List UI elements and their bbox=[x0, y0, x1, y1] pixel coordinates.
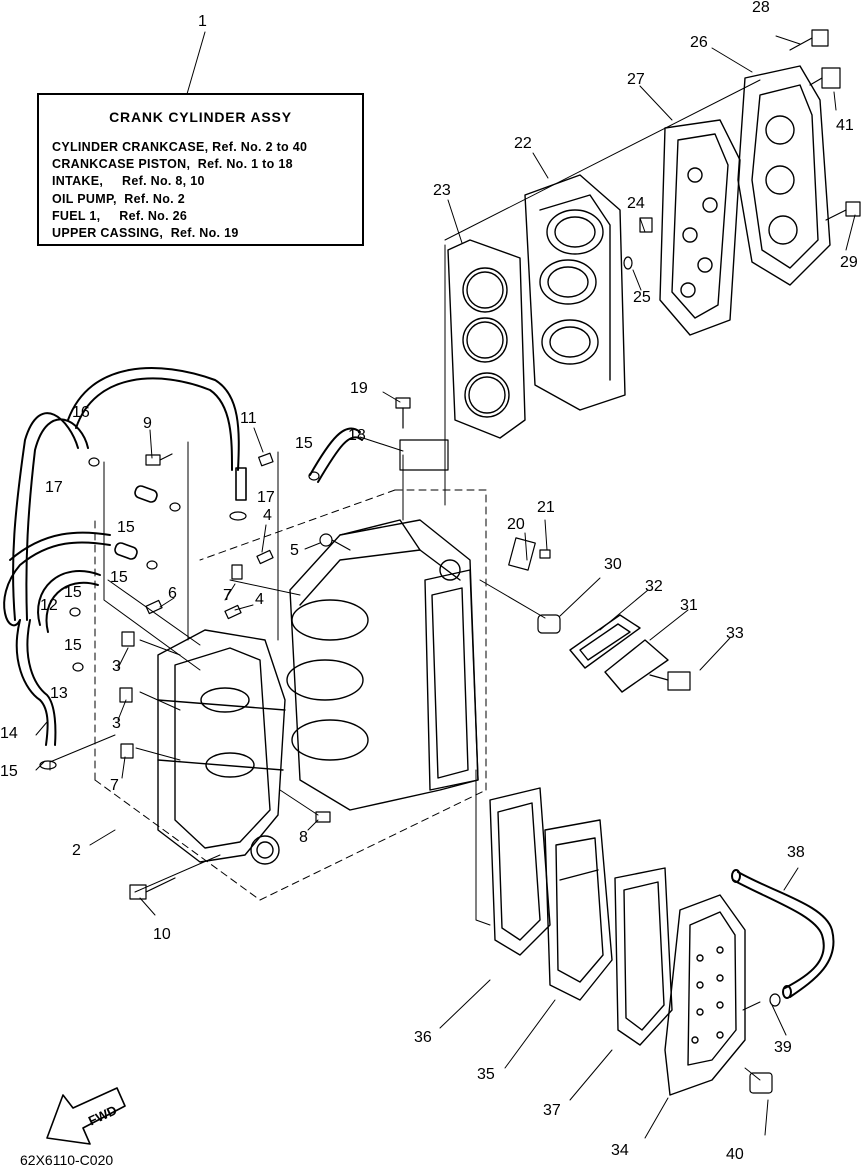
callout-23: 23 bbox=[433, 182, 451, 199]
callout-21: 21 bbox=[537, 499, 555, 516]
callout-15: 15 bbox=[64, 584, 82, 601]
callout-11: 11 bbox=[240, 410, 257, 427]
callout-2: 2 bbox=[72, 842, 81, 859]
callout-15: 15 bbox=[295, 435, 313, 452]
info-box-title: CRANK CYLINDER ASSY bbox=[109, 109, 292, 125]
callout-30: 30 bbox=[604, 556, 622, 573]
callout-15: 15 bbox=[0, 763, 18, 780]
callout-7: 7 bbox=[110, 777, 119, 794]
gasket-37 bbox=[614, 867, 673, 1046]
hose-16 bbox=[12, 412, 89, 621]
callout-12: 12 bbox=[40, 597, 58, 614]
callout-10: 10 bbox=[153, 926, 171, 943]
callout-16: 16 bbox=[72, 404, 90, 421]
hose-12-13-14 bbox=[3, 531, 111, 746]
callout-32: 32 bbox=[645, 578, 663, 595]
info-box-lines: CYLINDER CRANKCASE, Ref. No. 2 to 40 CRA… bbox=[52, 139, 307, 242]
callout-4: 4 bbox=[263, 507, 272, 524]
gasket-36 bbox=[489, 787, 551, 956]
callout-14: 14 bbox=[0, 725, 18, 742]
callout-37: 37 bbox=[543, 1102, 561, 1119]
fwd-arrow-icon bbox=[46, 1087, 126, 1145]
callout-17: 17 bbox=[257, 489, 275, 506]
gasket-27 bbox=[659, 119, 741, 336]
callout-15: 15 bbox=[64, 637, 82, 654]
callout-18: 18 bbox=[348, 427, 366, 444]
info-line: INTAKE, Ref. No. 8, 10 bbox=[52, 174, 205, 189]
callout-5: 5 bbox=[290, 542, 299, 559]
callout-3: 3 bbox=[112, 658, 121, 675]
leader-lines bbox=[35, 31, 856, 1139]
callout-1: 1 bbox=[198, 13, 207, 30]
hose-11-main bbox=[67, 367, 363, 483]
hose-segments bbox=[114, 467, 247, 560]
callout-3: 3 bbox=[112, 715, 121, 732]
callout-34: 34 bbox=[611, 1142, 629, 1159]
info-line: FUEL 1, Ref. No. 26 bbox=[52, 208, 188, 223]
hose-clamps bbox=[39, 457, 781, 1007]
callout-22: 22 bbox=[514, 135, 532, 152]
callout-20: 20 bbox=[507, 516, 525, 533]
info-line: CYLINDER CRANKCASE, Ref. No. 2 to 40 bbox=[52, 140, 308, 154]
callout-24: 24 bbox=[627, 195, 645, 212]
callout-31: 31 bbox=[680, 597, 698, 614]
hose-38 bbox=[731, 869, 835, 999]
cylinder-head-22 bbox=[524, 174, 626, 411]
fasteners bbox=[119, 29, 861, 1094]
callout-41: 41 bbox=[836, 117, 854, 134]
callout-6: 6 bbox=[168, 585, 177, 602]
callout-25: 25 bbox=[633, 289, 651, 306]
callout-19: 19 bbox=[350, 380, 368, 397]
callout-9: 9 bbox=[143, 415, 152, 432]
info-line: UPPER CASSING, Ref. No. 19 bbox=[52, 226, 239, 241]
callout-7: 7 bbox=[223, 587, 232, 604]
callout-4: 4 bbox=[255, 591, 264, 608]
exhaust-inner-cover-35 bbox=[544, 819, 613, 1001]
head-cover-26 bbox=[737, 65, 831, 286]
callout-39: 39 bbox=[774, 1039, 792, 1056]
info-line: CRANKCASE PISTON, Ref. No. 1 to 18 bbox=[52, 157, 293, 172]
cover-31 bbox=[604, 639, 669, 693]
gasket-32 bbox=[569, 614, 641, 669]
cylinder-block bbox=[286, 519, 479, 811]
callout-33: 33 bbox=[726, 625, 744, 642]
callout-38: 38 bbox=[787, 844, 805, 861]
callout-13: 13 bbox=[50, 685, 68, 702]
callout-36: 36 bbox=[414, 1029, 432, 1046]
gasket-23 bbox=[447, 239, 526, 439]
callout-15: 15 bbox=[110, 569, 128, 586]
callout-35: 35 bbox=[477, 1066, 495, 1083]
exhaust-outer-cover-34 bbox=[664, 894, 746, 1096]
callout-15: 15 bbox=[117, 519, 135, 536]
assembly-info-box: CRANK CYLINDER ASSY CYLINDER CRANKCASE, … bbox=[37, 93, 364, 246]
callout-29: 29 bbox=[840, 254, 858, 271]
callout-17: 17 bbox=[45, 479, 63, 496]
callout-40: 40 bbox=[726, 1146, 744, 1163]
assembly-dashed-lines bbox=[94, 489, 487, 901]
assembly-lines bbox=[49, 79, 761, 1081]
info-line: OIL PUMP, Ref. No. 2 bbox=[52, 191, 185, 206]
callout-28: 28 bbox=[752, 0, 770, 16]
callout-8: 8 bbox=[299, 829, 308, 846]
drawing-code: 62X6110-C020 bbox=[20, 1152, 114, 1168]
callout-26: 26 bbox=[690, 34, 708, 51]
callout-27: 27 bbox=[627, 71, 645, 88]
fwd-label: FWD bbox=[86, 1102, 119, 1128]
crankcase-2 bbox=[157, 629, 286, 865]
